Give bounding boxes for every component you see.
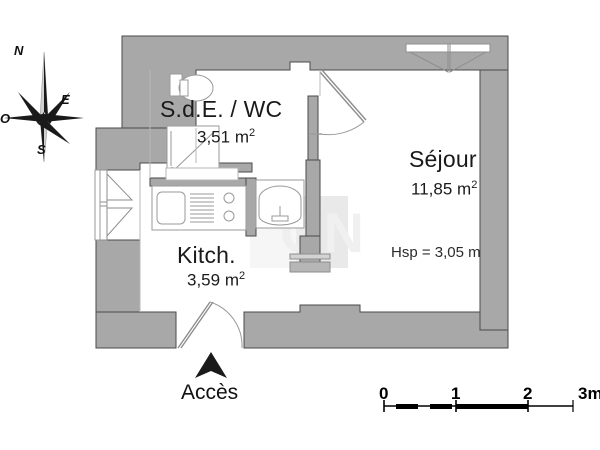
scale-label-2: 2: [523, 384, 533, 403]
compass-label-west: O: [0, 111, 11, 126]
fixture-washbasin: [255, 179, 305, 229]
window-left: [94, 169, 134, 241]
room-area-exponent-sde-wc: 2: [249, 127, 256, 139]
room-area-exponent-kitchen: 2: [239, 270, 246, 282]
room-area-value-sde-wc: 3,51: [197, 127, 231, 147]
scale-label-3m: 3m: [578, 384, 600, 403]
room-area-value-sejour: 11,85: [411, 179, 453, 199]
compass-label-east: E: [61, 92, 70, 107]
scale-label-0: 0: [379, 384, 389, 403]
room-area-value-kitchen: 3,59: [187, 270, 221, 290]
window-sejour-top: [405, 43, 491, 73]
room-area-unit-kitchen: m: [224, 270, 239, 290]
fixture-radiator: [289, 253, 331, 273]
compass-label-south: S: [37, 142, 46, 157]
access-arrow-icon: [195, 352, 227, 378]
room-label-kitchen: Kitch.: [177, 242, 236, 268]
scale-bar: [383, 400, 574, 412]
scale-label-1: 1: [451, 384, 461, 403]
room-area-exponent-sejour: 2: [471, 179, 478, 191]
compass-label-north: N: [14, 43, 24, 58]
ceiling-height-note: Hsp = 3,05 m: [391, 244, 481, 261]
fixture-toilet: [169, 73, 214, 102]
room-area-kitchen: 3,59 m2: [187, 271, 245, 289]
room-label-sejour: Séjour: [409, 146, 477, 172]
fixture-cabinet: [165, 167, 239, 181]
door-sejour: [310, 69, 367, 136]
room-area-unit-sde-wc: m: [234, 127, 249, 147]
room-label-sde-wc: S.d.E. / WC: [160, 96, 283, 122]
room-area-sejour: 11,85 m2: [411, 180, 477, 198]
compass-rose-icon: [4, 51, 84, 163]
room-outlines: [139, 70, 321, 312]
door-entry: [177, 301, 243, 349]
room-area-unit-sejour: m: [457, 179, 472, 199]
room-area-sde-wc: 3,51 m2: [197, 128, 255, 146]
fixture-kitchen-sink: [151, 185, 247, 231]
access-label: Accès: [181, 381, 239, 404]
